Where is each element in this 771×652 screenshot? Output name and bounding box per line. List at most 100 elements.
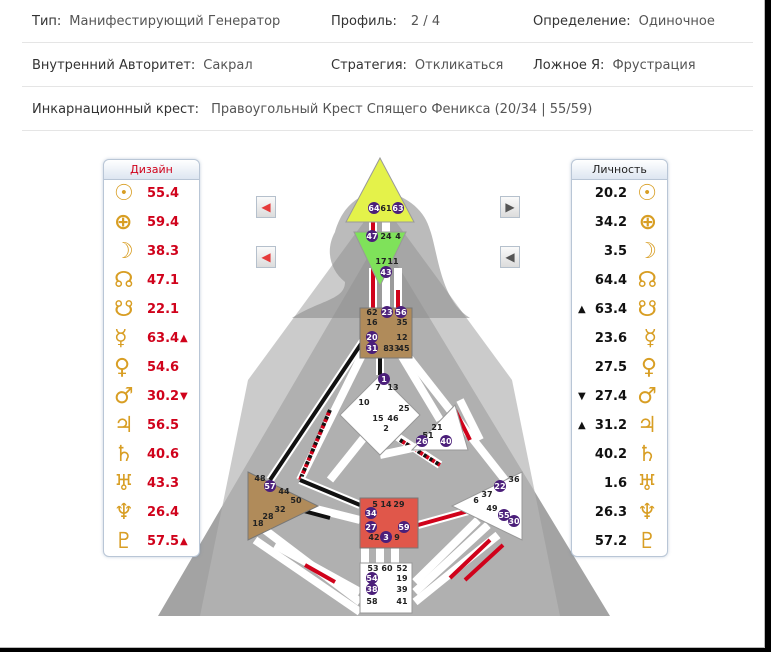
planet-fixing-mark: ▲: [180, 536, 188, 547]
authority-value: Сакрал: [203, 58, 253, 73]
design-planet-row: ♀54.6: [104, 354, 199, 383]
design-planet-row: ♅ 43.3: [104, 470, 199, 499]
gate-activation-marker: [366, 331, 378, 343]
arrow-left-icon: ◀: [505, 250, 515, 264]
planet-gate-value: 20.2: [594, 186, 627, 201]
gate-number-36: 36: [508, 475, 520, 484]
planet-fixing-mark: ▲: [180, 333, 188, 344]
gate-number-48: 48: [254, 474, 266, 483]
gate-number-25: 25: [398, 404, 410, 413]
planet-gate-value: 63.4: [147, 331, 180, 346]
gate-number-57: 57: [264, 482, 275, 491]
gate-activation-marker: [380, 531, 392, 543]
design-planet-row: ☉55.4: [104, 180, 199, 209]
cross-field: Инкарнационный крест:Правоугольный Крест…: [32, 102, 592, 117]
personality-rows: ☉20.2⊕34.2☽3.5☊64.4☋63.4▲☿23.6♀27.5♂27.4…: [572, 180, 667, 556]
planet-gate-value: 57.5: [147, 534, 180, 549]
cross-value: Правоугольный Крест Спящего Феникса (20/…: [211, 102, 593, 117]
gate-number-35: 35: [396, 318, 408, 327]
planet-glyph-icon: ☋: [637, 297, 657, 322]
authority-field: Внутренний Авторитет:Сакрал: [32, 58, 253, 73]
profile-value: 2 / 4: [410, 14, 441, 29]
planet-glyph-icon: ☊: [114, 268, 134, 293]
gate-activation-marker: [440, 435, 452, 447]
planet-glyph-icon: ☿: [643, 326, 657, 351]
personality-column: Личность ☉20.2⊕34.2☽3.5☊64.4☋63.4▲☿23.6♀…: [571, 159, 668, 557]
personality-planet-row: ♃31.2▲: [572, 412, 667, 441]
design-title: Дизайн: [104, 160, 199, 180]
planet-glyph-icon: ♄: [637, 442, 657, 467]
planet-gate-value: 27.5: [594, 360, 627, 375]
gate-number-61: 61: [380, 204, 392, 213]
gate-number-41: 41: [396, 597, 408, 606]
gate-number-4: 4: [395, 232, 401, 241]
design-planet-row: ♂30.2▼: [104, 383, 199, 412]
gate-number-43: 43: [380, 268, 391, 277]
planet-gate-value: 23.6: [594, 331, 627, 346]
gate-activation-marker: [395, 306, 407, 318]
gate-number-44: 44: [278, 487, 290, 496]
gate-number-14: 14: [380, 500, 392, 509]
planet-gate-value: 59.4: [147, 215, 180, 230]
personality-arrow-top-button[interactable]: ▶: [500, 196, 520, 218]
type-value: Манифестирующий Генератор: [69, 14, 281, 29]
arrow-right-icon: ▶: [505, 200, 515, 214]
planet-glyph-icon: ♃: [637, 413, 657, 438]
g-center: [339, 374, 421, 456]
personality-planet-row: ⊕ 34.2: [572, 209, 667, 238]
gate-activation-marker: [392, 202, 404, 214]
planet-glyph-icon: ♄: [114, 442, 134, 467]
planet-glyph-icon: ♀: [640, 355, 657, 380]
gate-number-16: 16: [366, 318, 378, 327]
planet-glyph-icon: ♇: [114, 529, 134, 554]
personality-arrow-bottom-button[interactable]: ◀: [500, 246, 520, 268]
planet-glyph-icon: ☊: [637, 268, 657, 293]
gate-number-23: 23: [381, 308, 392, 317]
gate-number-5: 5: [372, 500, 378, 509]
gate-activation-marker: [365, 507, 377, 519]
planet-glyph-icon: ♂: [637, 384, 657, 409]
design-planet-row: ♇ 57.5▲: [104, 528, 199, 556]
planet-gate-value: 1.6: [603, 476, 627, 491]
type-field: Тип:Манифестирующий Генератор: [32, 14, 280, 29]
planet-glyph-icon: ♀: [114, 355, 131, 380]
gate-number-63: 63: [392, 204, 403, 213]
gate-activation-marker: [416, 435, 428, 447]
planet-gate-value: 34.2: [594, 215, 627, 230]
gate-number-50: 50: [290, 496, 302, 505]
gate-number-22: 22: [494, 482, 505, 491]
planet-gate-value: 64.4: [594, 273, 627, 288]
design-column: Дизайн ☉55.4⊕59.4☽38.3☊47.1☋22.1☿63.4▲♀5…: [103, 159, 200, 557]
gate-activation-marker: [264, 480, 276, 492]
personality-planet-row: ☋63.4▲: [572, 296, 667, 325]
gate-activation-marker: [381, 306, 393, 318]
gate-number-58: 58: [366, 597, 378, 606]
personality-planet-row: ♀ 27.5: [572, 354, 667, 383]
planet-glyph-icon: ♆: [637, 500, 657, 525]
planet-glyph-icon: ♅: [114, 471, 134, 496]
definition-field: Определение:Одиночное: [533, 14, 715, 29]
gate-number-54: 54: [366, 574, 378, 583]
planet-glyph-icon: ♃: [114, 413, 134, 438]
design-planet-row: ♄40.6: [104, 441, 199, 470]
planet-gate-value: 30.2: [147, 389, 180, 404]
planet-glyph-icon: ⊕: [638, 210, 657, 235]
profile-field: Профиль:2 / 4: [331, 14, 440, 29]
personality-title: Личность: [572, 160, 667, 180]
planet-glyph-icon: ♇: [637, 529, 657, 554]
gate-number-55: 55: [498, 511, 510, 520]
personality-planet-row: ♂27.4▼: [572, 383, 667, 412]
gate-number-60: 60: [381, 564, 393, 573]
gate-number-17: 17: [375, 257, 386, 266]
planet-gate-value: 55.4: [147, 186, 180, 201]
info-row-authority: Внутренний Авторитет:Сакрал Стратегия:От…: [22, 44, 753, 87]
planet-gate-value: 26.4: [147, 505, 180, 520]
design-arrow-bottom-button[interactable]: ◀: [256, 246, 276, 268]
strategy-field: Стратегия:Откликаться: [331, 58, 503, 73]
design-arrow-top-button[interactable]: ◀: [256, 196, 276, 218]
planet-gate-value: 43.3: [147, 476, 180, 491]
gate-activation-marker: [365, 521, 377, 533]
gate-number-19: 19: [396, 574, 408, 583]
gate-activation-marker: [366, 230, 378, 242]
